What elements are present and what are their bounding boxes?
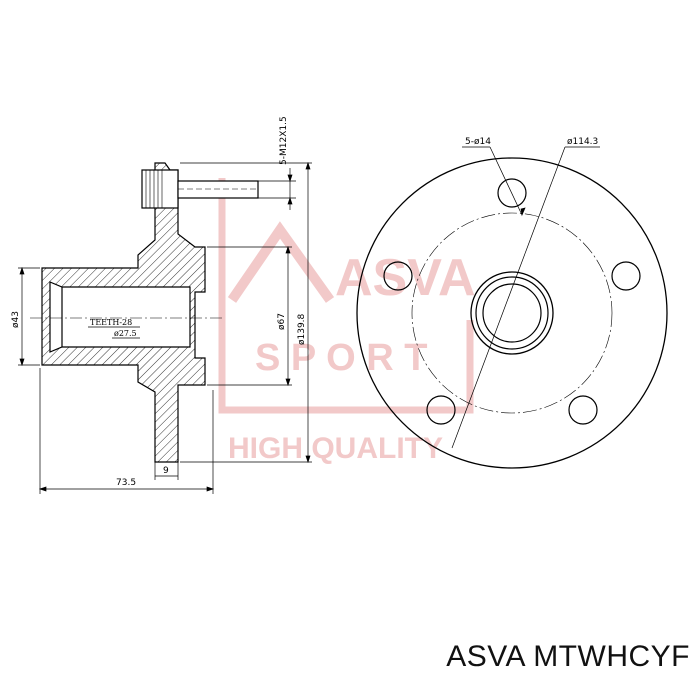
label-spline-diameter: ø27.5	[114, 329, 137, 338]
hub-inner-ring	[475, 276, 549, 350]
front-leaders	[451, 146, 600, 449]
watermark-sport: S P O R T	[255, 337, 427, 379]
hub-bore	[49, 281, 191, 353]
label-shaft-diameter: ø43	[11, 311, 21, 328]
watermark-tagline: HIGH QUALITY	[228, 432, 443, 465]
bolt-hole	[611, 261, 641, 291]
bolt-hole	[497, 178, 527, 208]
watermark-logo-triangle	[227, 221, 335, 303]
hub-bore-ring	[482, 283, 542, 343]
bolt-hole	[383, 261, 413, 291]
dim-flange	[180, 161, 312, 464]
watermark: ASVA S P O R T HIGH QUALITY	[218, 178, 476, 465]
dim-pilot	[207, 245, 292, 387]
front-view	[356, 146, 668, 469]
label-flange-diameter: ø139.8	[297, 313, 307, 345]
flange-outline	[356, 157, 668, 469]
label-teeth: TEETH-28	[90, 318, 132, 327]
label-overall-length: 73.5	[116, 478, 136, 488]
wheel-stud	[141, 169, 259, 209]
label-pilot-diameter: ø67	[277, 313, 287, 330]
dim-stud	[258, 168, 296, 210]
watermark-logo-frame	[218, 178, 474, 414]
dim-thickness	[154, 462, 179, 480]
label-bolt-circle: ø114.3	[567, 137, 598, 147]
side-view	[18, 161, 312, 494]
label-stud-thread: 5-M12X1.5	[279, 116, 289, 165]
label-bolt-holes: 5-ø14	[465, 137, 491, 147]
bolt-hole	[426, 395, 456, 425]
dim-length	[38, 368, 215, 494]
part-caption: ASVA MTWHCYF	[446, 640, 690, 673]
hub-outer-ring	[470, 271, 554, 355]
dim-shaft	[18, 266, 40, 367]
watermark-logo-letters: ASVA	[335, 249, 476, 307]
label-flange-thickness: 9	[163, 466, 169, 476]
bolt-circle	[411, 212, 613, 414]
bolt-hole	[568, 395, 598, 425]
